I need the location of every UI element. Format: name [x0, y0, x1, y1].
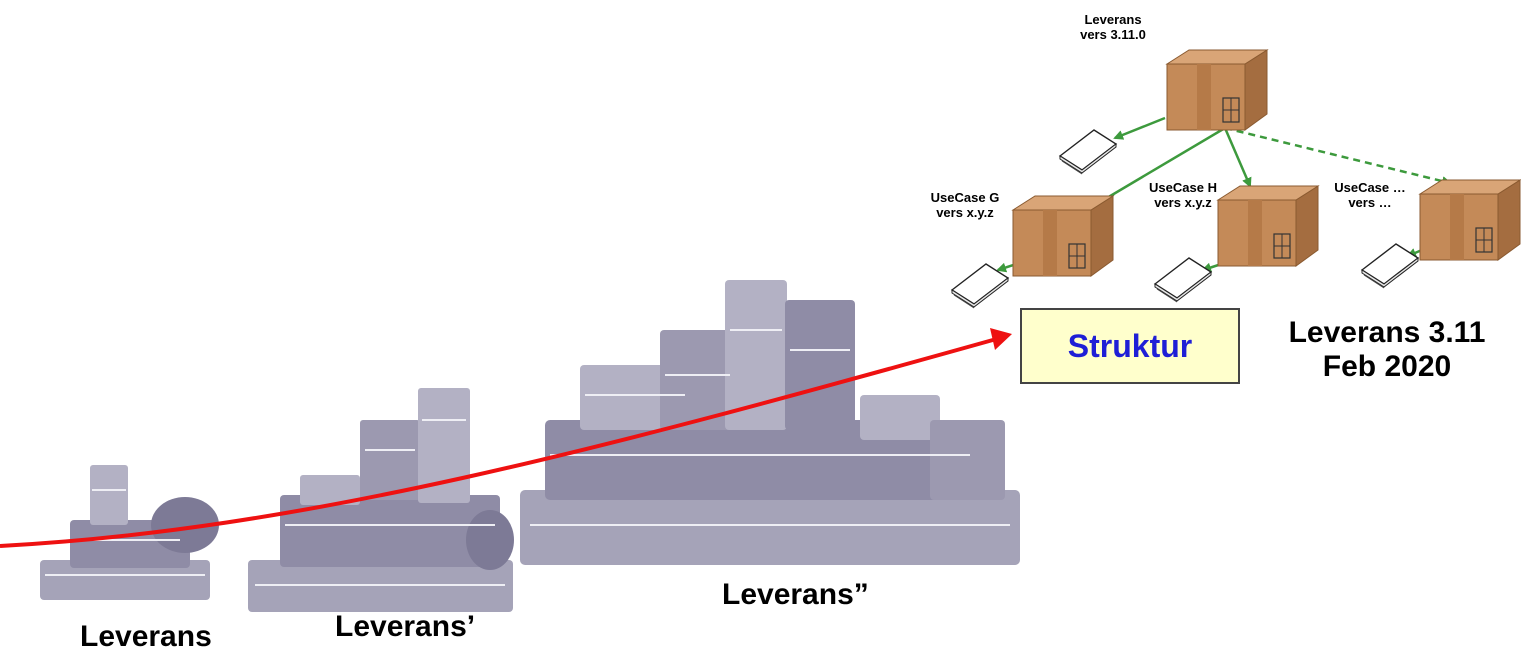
growth-arrow-head	[990, 328, 1012, 350]
arrow-root-doc	[1113, 116, 1166, 140]
struktur-box: Struktur	[1020, 308, 1240, 384]
document-icon	[1154, 257, 1212, 303]
pile-label-1: Leverans	[80, 620, 212, 653]
root-package-name: Leverans	[1084, 12, 1142, 27]
release-label: Leverans 3.11 Feb 2020	[1262, 316, 1512, 384]
release-date: Feb 2020	[1322, 350, 1452, 383]
usecase-h-name: UseCase H	[1149, 180, 1217, 195]
paper-pile-medium	[248, 388, 514, 612]
document-icon	[1059, 129, 1117, 175]
usecase-more-label: UseCase … vers …	[1325, 180, 1415, 210]
arrow-root-usecase-h	[1223, 127, 1252, 188]
package-box-icon	[1217, 185, 1319, 267]
usecase-g-version: vers x.y.z	[936, 205, 994, 220]
usecase-h-label: UseCase H vers x.y.z	[1138, 180, 1228, 210]
arrow-root-usecase-g	[1088, 126, 1226, 210]
usecase-more-name: UseCase …	[1334, 180, 1406, 195]
package-box-icon	[1012, 195, 1114, 277]
struktur-label: Struktur	[1067, 327, 1193, 364]
usecase-g-name: UseCase G	[930, 190, 1000, 205]
arrow-root-usecase-more	[1224, 126, 1452, 186]
root-package-version: vers 3.11.0	[1080, 27, 1146, 42]
paper-pile-large	[520, 280, 1020, 565]
usecase-h-version: vers x.y.z	[1154, 195, 1212, 210]
usecase-g-label: UseCase G vers x.y.z	[920, 190, 1010, 220]
release-version: Leverans 3.11	[1288, 316, 1486, 349]
growth-arrow	[0, 336, 1001, 548]
package-box-icon	[1166, 49, 1268, 131]
package-box-icon	[1419, 179, 1521, 261]
pile-label-2: Leverans’	[335, 610, 476, 643]
paper-pile-small	[40, 465, 219, 600]
root-package-label: Leverans vers 3.11.0	[1068, 12, 1158, 42]
usecase-more-version: vers …	[1348, 195, 1392, 210]
pile-label-3: Leverans”	[722, 578, 869, 611]
document-icon	[1361, 243, 1419, 289]
